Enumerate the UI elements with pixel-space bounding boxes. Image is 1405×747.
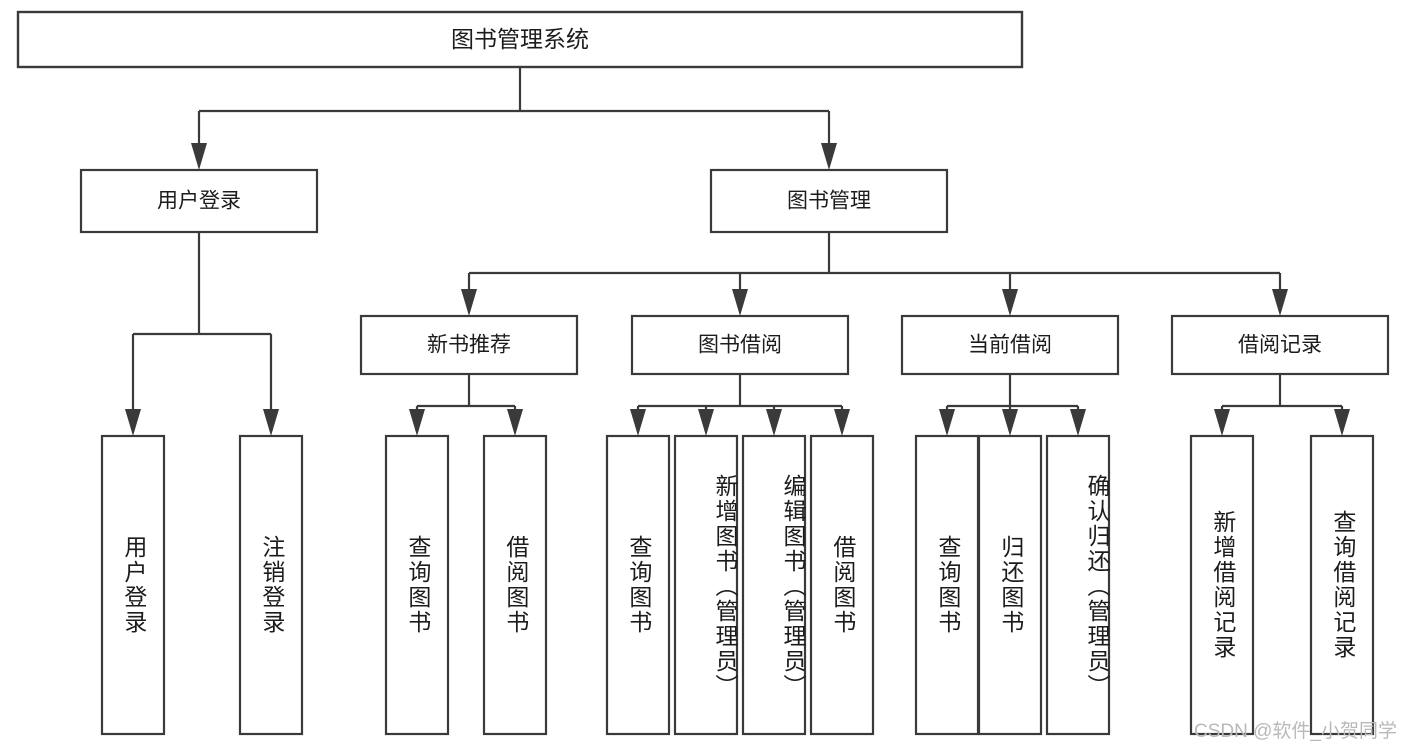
arrow-to-user-login [191, 143, 207, 170]
node-user-login[interactable]: 用户登录 [79, 168, 319, 234]
leaf-box-query-record[interactable] [1309, 434, 1375, 736]
connector-root-trunk [197, 67, 831, 143]
node-root-label: 图书管理系统 [451, 26, 589, 52]
leaf-box-query-book-1[interactable] [384, 434, 450, 736]
arrow-to-leaf-logout [263, 409, 279, 436]
arrow-to-leaf-user-login [125, 409, 141, 436]
arrow-to-leaf-borrow-book-1 [507, 409, 523, 436]
node-root-box[interactable] [16, 10, 1024, 69]
node-new-book-recommend-box[interactable] [359, 314, 579, 376]
node-current-borrow[interactable]: 当前借阅 [900, 314, 1120, 376]
leaf-box-query-book-3[interactable] [914, 434, 980, 736]
arrow-to-leaf-query-record [1334, 409, 1350, 436]
connector-book-borrow-fan [636, 374, 844, 409]
leaf-box-add-book[interactable] [673, 434, 739, 736]
node-root[interactable]: 图书管理系统 [16, 10, 1024, 69]
leaf-box-logout[interactable] [238, 434, 304, 736]
arrow-to-leaf-query-book-2 [630, 409, 646, 436]
node-user-login-label: 用户登录 [157, 190, 241, 213]
node-book-manage-label: 图书管理 [787, 190, 871, 213]
arrow-to-leaf-add-book [698, 409, 714, 436]
connector-user-login-fan [131, 232, 273, 409]
arrow-to-borrow-record [1272, 289, 1288, 316]
leaf-box-add-record[interactable] [1189, 434, 1255, 736]
leaf-box-layer [100, 434, 1375, 736]
arrow-to-current-borrow [1002, 289, 1018, 316]
node-book-borrow[interactable]: 图书借阅 [630, 314, 850, 376]
connector-new-book-fan [415, 374, 517, 409]
arrow-to-leaf-add-record [1214, 409, 1230, 436]
arrow-to-leaf-edit-book [766, 409, 782, 436]
leaf-box-return-book[interactable] [977, 434, 1043, 736]
arrow-to-leaf-query-book-1 [409, 409, 425, 436]
leaf-box-edit-book[interactable] [741, 434, 807, 736]
node-current-borrow-box[interactable] [900, 314, 1120, 376]
leaf-box-borrow-book-2[interactable] [809, 434, 875, 736]
node-book-manage[interactable]: 图书管理 [709, 168, 949, 234]
node-borrow-record[interactable]: 借阅记录 [1170, 314, 1390, 376]
node-new-book-recommend-label: 新书推荐 [427, 334, 511, 357]
connector-borrow-record-fan [1220, 374, 1344, 409]
node-new-book-recommend[interactable]: 新书推荐 [359, 314, 579, 376]
connector-layer [125, 67, 1350, 436]
csdn-watermark: CSDN @软件_小贺同学 [1194, 721, 1397, 742]
node-book-manage-box[interactable] [709, 168, 949, 234]
node-book-borrow-label: 图书借阅 [698, 334, 782, 357]
arrow-to-leaf-confirm-return [1070, 409, 1086, 436]
arrow-to-book-borrow [732, 289, 748, 316]
leaf-box-query-book-2[interactable] [605, 434, 671, 736]
leaf-box-confirm-return[interactable] [1045, 434, 1111, 736]
node-borrow-record-label: 借阅记录 [1238, 334, 1322, 357]
node-borrow-record-box[interactable] [1170, 314, 1390, 376]
leaf-box-user-login[interactable] [100, 434, 166, 736]
arrow-to-new-book-recommend [461, 289, 477, 316]
arrow-to-leaf-borrow-book-2 [834, 409, 850, 436]
connector-book-manage-fan [467, 232, 1282, 289]
arrow-to-book-manage [821, 143, 837, 170]
arrow-to-leaf-query-book-3 [939, 409, 955, 436]
node-book-borrow-box[interactable] [630, 314, 850, 376]
node-user-login-box[interactable] [79, 168, 319, 234]
node-current-borrow-label: 当前借阅 [968, 334, 1052, 357]
connector-current-borrow-fan [945, 374, 1080, 409]
arrow-to-leaf-return-book [1002, 409, 1018, 436]
leaf-box-borrow-book-1[interactable] [482, 434, 548, 736]
